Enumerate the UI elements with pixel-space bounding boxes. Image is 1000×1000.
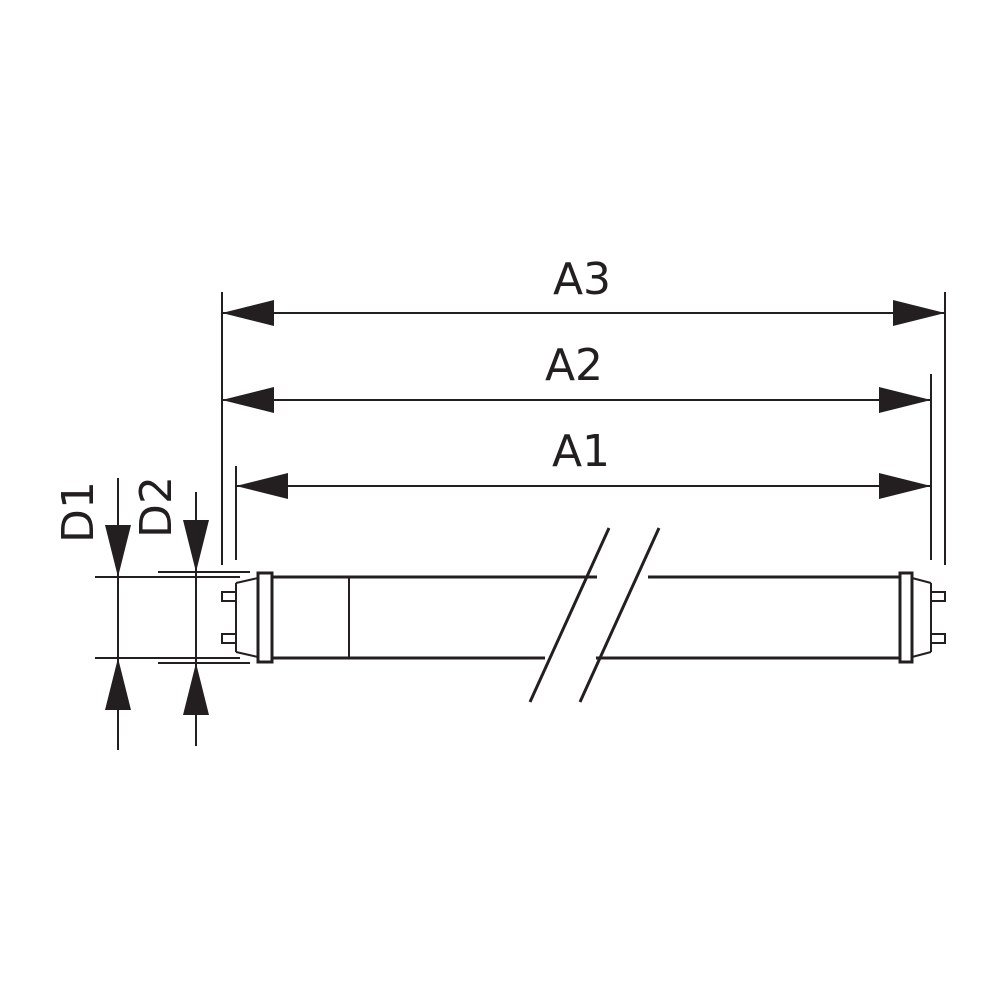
break-mark-left — [528, 527, 611, 703]
d2-bottom-arrowhead — [183, 663, 209, 715]
d1-top-arrowhead — [105, 525, 131, 577]
a2-left-arrowhead — [222, 387, 274, 413]
a3-dimension: A3 — [222, 254, 945, 326]
d1-dimension: D1 — [53, 478, 131, 750]
right-cap-top-bevel — [911, 577, 932, 584]
a3-right-arrowhead — [893, 300, 945, 326]
tube — [221, 527, 946, 703]
break-mark-right — [578, 527, 661, 703]
a2-right-arrowhead — [879, 387, 931, 413]
left-bottom-pin — [221, 633, 237, 644]
left-top-pin — [221, 591, 237, 602]
a3-left-arrowhead — [222, 300, 274, 326]
a3-label: A3 — [553, 254, 611, 305]
a2-dimension: A2 — [222, 340, 931, 413]
d1-bottom-arrowhead — [105, 658, 131, 710]
d2-top-arrowhead — [183, 520, 209, 572]
a1-right-arrowhead — [879, 473, 931, 499]
left-cap-bottom-bevel — [235, 651, 259, 658]
d1-label: D1 — [53, 481, 104, 543]
right-top-pin — [930, 591, 946, 602]
a2-label: A2 — [545, 340, 603, 391]
d2-dimension: D2 — [131, 476, 209, 746]
a1-dimension: A1 — [236, 426, 931, 499]
a1-label: A1 — [552, 426, 610, 477]
extension-lines — [221, 292, 946, 565]
left-end-cap — [256, 571, 274, 664]
right-end-cap — [898, 571, 914, 664]
a1-left-arrowhead — [236, 473, 288, 499]
right-bottom-pin — [930, 633, 946, 644]
d2-label: D2 — [131, 476, 182, 538]
diameter-extension-lines — [95, 571, 250, 664]
right-cap-bottom-bevel — [911, 651, 932, 658]
left-cap-top-bevel — [235, 577, 259, 584]
